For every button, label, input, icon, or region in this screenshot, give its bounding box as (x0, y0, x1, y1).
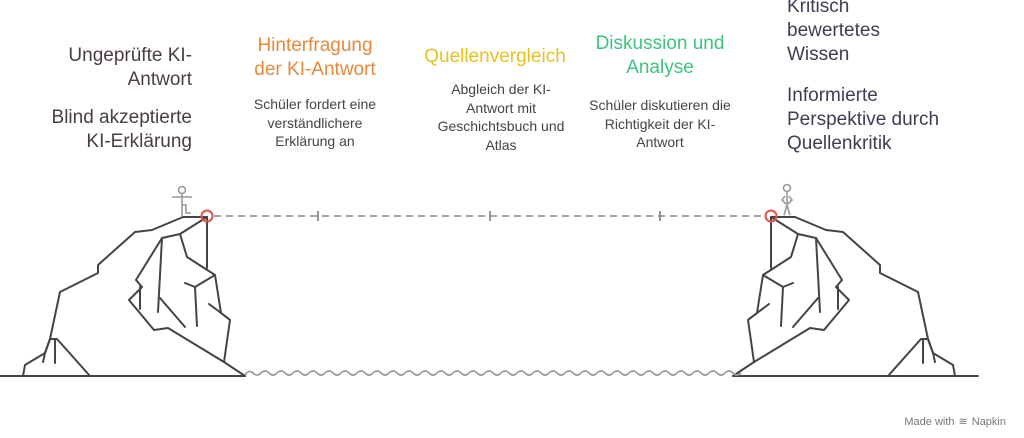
napkin-logo-icon: ≋ (958, 416, 968, 428)
step-2-description: Abgleich der KI-Antwort mit Geschichtsbu… (437, 81, 565, 153)
made-with-label: Made with (904, 415, 955, 428)
footer-watermark: Made with ≋ Napkin (904, 415, 1006, 429)
start-title: Ungeprüfte KI-Antwort (68, 45, 192, 90)
step-1-description: Schüler fordert eine verständlichere Erk… (253, 96, 377, 149)
end-title: Kritisch bewertetes Wissen (787, 0, 880, 65)
start-marker-icon (200, 209, 214, 223)
step-3-title: Diskussion und Analyse (595, 33, 725, 78)
start-subtitle: Blind akzeptierte KI-Erklärung (51, 107, 192, 152)
right-figure-icon (780, 183, 794, 216)
bridge-ticks (317, 211, 661, 221)
napkin-brand: Napkin (971, 415, 1006, 428)
water-waves (244, 370, 742, 376)
step-2-title: Quellenvergleich (424, 46, 566, 67)
step-3-description: Schüler diskutieren die Richtigkeit der … (589, 97, 731, 150)
end-marker-icon (764, 209, 778, 223)
end-subtitle: Informierte Perspektive durch Quellenkri… (787, 85, 940, 154)
left-cliff (0, 216, 246, 377)
step-1-title: Hinterfragung der KI-Antwort (254, 35, 376, 80)
left-figure-icon (172, 185, 192, 216)
right-cliff (732, 216, 979, 377)
